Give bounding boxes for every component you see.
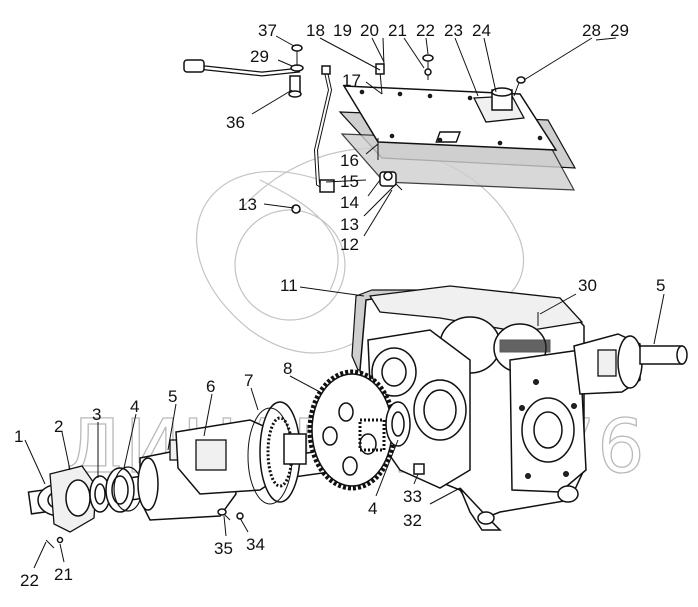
callout-12: 12 <box>340 235 359 254</box>
housing-plug-33 <box>413 463 425 475</box>
callout-36: 36 <box>226 113 245 132</box>
callout-7: 7 <box>244 371 253 390</box>
callout-29b: 29 <box>250 47 269 66</box>
callout-13b: 13 <box>238 195 257 214</box>
callout-19: 19 <box>333 21 352 40</box>
bearing-middle <box>385 401 411 447</box>
cover-bolt-18 <box>375 63 385 75</box>
callout-13: 13 <box>340 215 359 234</box>
breather-bolt <box>516 76 526 84</box>
callout-labels: 1 2 3 4 5 6 7 8 4 33 32 35 34 22 21 11 3… <box>14 21 665 590</box>
callout-21: 21 <box>388 21 407 40</box>
shift-lever <box>183 44 304 98</box>
output-shaft-right <box>573 333 688 395</box>
right-shaft-stub <box>639 345 683 365</box>
gearbox-housing <box>351 285 587 531</box>
callout-21b: 21 <box>54 565 73 584</box>
callout-18: 18 <box>306 21 325 40</box>
callout-28: 28 <box>582 21 601 40</box>
callout-37: 37 <box>258 21 277 40</box>
callout-16: 16 <box>340 151 359 170</box>
lever-knob <box>183 59 205 73</box>
callout-11: 11 <box>280 276 298 295</box>
callout-3: 3 <box>92 405 101 424</box>
callout-15: 15 <box>340 172 359 191</box>
callout-30: 30 <box>578 276 597 295</box>
callout-35: 35 <box>214 539 233 558</box>
callout-29: 29 <box>610 21 629 40</box>
callout-5: 5 <box>168 387 177 406</box>
callout-4b: 4 <box>368 499 377 518</box>
cover-bolt-22 <box>422 54 434 62</box>
callout-23: 23 <box>444 21 463 40</box>
callout-33: 33 <box>403 487 422 506</box>
cover-plate-assembly <box>338 54 577 191</box>
callout-17: 17 <box>342 71 361 90</box>
lever-bolt <box>291 44 303 52</box>
callout-22b: 22 <box>20 571 39 590</box>
coupling-spline <box>283 433 307 465</box>
callout-14: 14 <box>340 193 359 212</box>
oil-tube-assembly <box>313 65 335 193</box>
callout-5b: 5 <box>656 276 665 295</box>
callout-8: 8 <box>283 359 292 378</box>
left-shaft-assembly <box>27 401 330 549</box>
drive-gear <box>307 369 397 491</box>
callout-20: 20 <box>360 21 379 40</box>
callout-24: 24 <box>472 21 491 40</box>
callout-6: 6 <box>206 377 215 396</box>
tube-clamp <box>319 179 335 193</box>
small-fittings <box>291 171 403 214</box>
leader-lines <box>24 35 665 569</box>
callout-34: 34 <box>246 535 265 554</box>
callout-1: 1 <box>14 427 23 446</box>
fitting-13 <box>291 204 301 214</box>
tube-fitting <box>321 65 331 75</box>
callout-2: 2 <box>54 417 63 436</box>
callout-4: 4 <box>130 397 139 416</box>
callout-32: 32 <box>403 511 422 530</box>
callout-22: 22 <box>416 21 435 40</box>
